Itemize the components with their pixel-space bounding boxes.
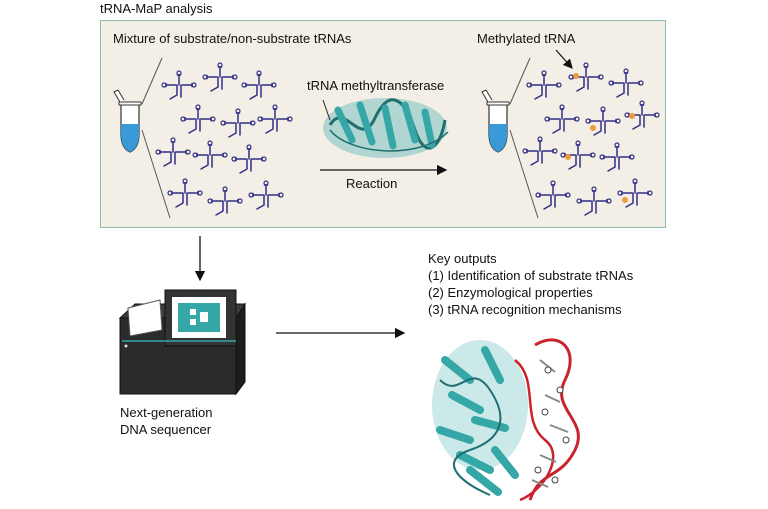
trna-icon [617,178,653,208]
trna-icon [207,186,243,216]
sequencer-label: Next-generation DNA sequencer [120,404,213,438]
trna-icon [599,142,635,172]
protein-trna-complex-icon [432,338,580,502]
mixture-label: Mixture of substrate/non-substrate tRNAs [113,31,352,46]
trna-icon [202,62,238,92]
trna-icon [522,136,558,166]
trna-icon [231,144,267,174]
methyltransferase-structure-icon [322,98,449,158]
trna-icon [161,70,197,100]
trna-icon [241,70,277,100]
trna-icon [257,104,293,134]
trna-icon [167,178,203,208]
wedge-line [141,129,171,219]
trna-icon [248,180,284,210]
key-output-item: (2) Enzymological properties [428,285,593,300]
trna-icon [155,137,191,167]
key-outputs: Key outputs (1) Identification of substr… [428,250,633,318]
diagram-title: tRNA-MaP analysis [100,1,213,16]
trna-icon [220,108,256,138]
wedge-line [141,57,163,105]
sample-tube-icon [113,89,142,153]
trna-icon [576,186,612,216]
sequencer-label-line2: DNA sequencer [120,422,212,437]
methyl-mark-icon [573,73,579,79]
key-output-item: (3) tRNA recognition mechanisms [428,302,622,317]
trna-icon [192,140,228,170]
trna-mixture [155,62,293,216]
trna-icon [180,104,216,134]
enzyme-label: tRNA methyltransferase [307,78,445,93]
reaction-label: Reaction [346,176,398,191]
sample-tube-icon [481,89,510,153]
key-output-item: (1) Identification of substrate tRNAs [428,268,634,283]
trna-icon [535,180,571,210]
methyl-mark-icon [622,197,628,203]
methylated-trna-set [522,62,660,216]
dna-sequencer-icon [118,289,246,396]
trna-icon [608,68,644,98]
trna-icon [526,70,562,100]
sequencer-label-line1: Next-generation [120,405,213,420]
trna-icon [544,104,580,134]
wedge-line [509,57,531,105]
methylated-pointer-arrow [555,49,573,69]
methyl-mark-icon [590,125,596,131]
wedge-line [509,129,539,219]
methylated-trna-label: Methylated tRNA [477,31,576,46]
trna-icon [585,106,621,136]
methyl-mark-icon [565,154,571,160]
key-outputs-heading: Key outputs [428,251,497,266]
methyl-mark-icon [629,113,635,119]
